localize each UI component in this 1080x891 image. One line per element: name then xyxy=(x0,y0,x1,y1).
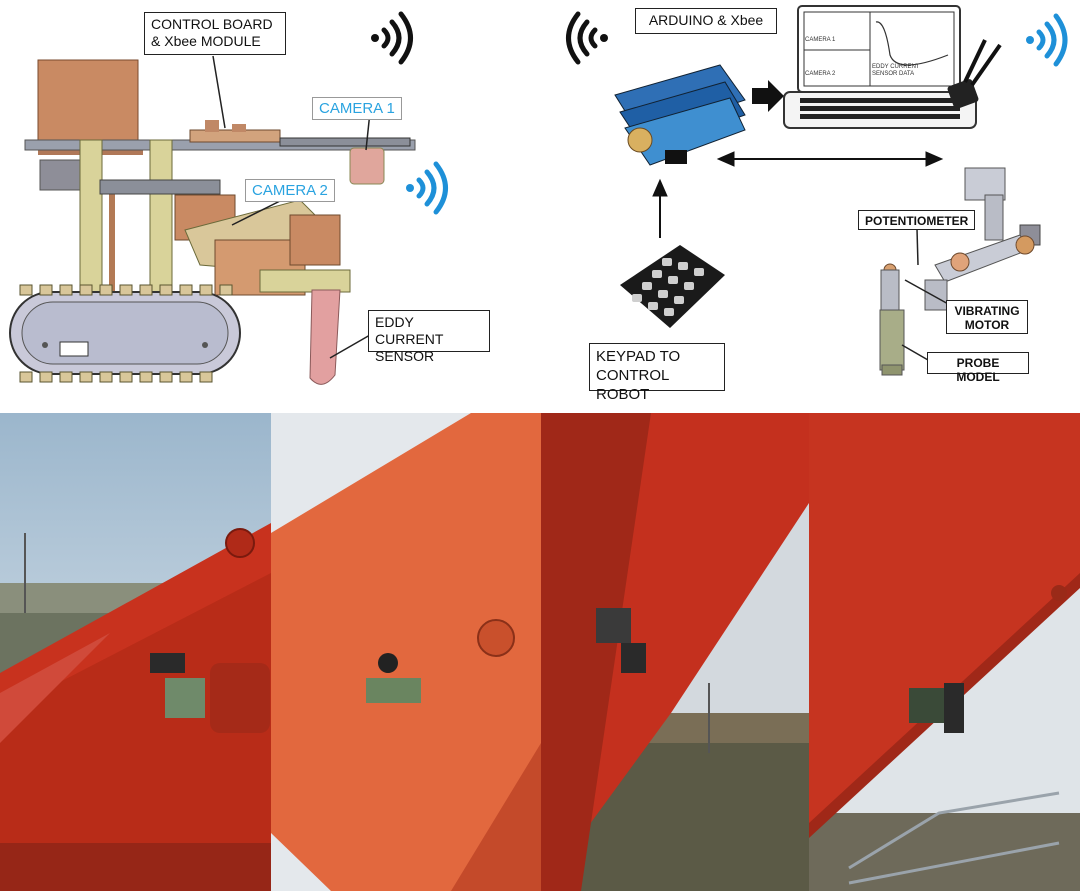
photo-1-bridge-robot xyxy=(0,413,271,891)
potentiometer-label: POTENTIOMETER xyxy=(858,210,975,230)
control-board-label: CONTROL BOARD & Xbee MODULE xyxy=(144,12,286,55)
laptop-camera1-text: CAMERA 1 xyxy=(805,37,836,43)
arduino-label: ARDUINO & Xbee xyxy=(635,8,777,34)
wifi-icon-blue xyxy=(406,161,448,215)
double-arrow xyxy=(716,151,944,167)
photo-2-bridge-robot xyxy=(271,413,541,891)
wifi-icon-blue-2 xyxy=(1026,13,1068,67)
camera-1-label: CAMERA 1 xyxy=(312,97,402,120)
probe-model-label: PROBE MODEL xyxy=(927,352,1029,384)
probe-mechanism xyxy=(879,167,1041,376)
photo-3-bridge-robot xyxy=(541,413,809,891)
eddy-probe xyxy=(309,289,341,385)
laptop-icon xyxy=(783,5,977,129)
xbee-usb-icon xyxy=(947,39,1002,109)
arduino-board xyxy=(614,64,746,166)
eddy-current-label: EDDY CURRENT SENSOR xyxy=(368,310,490,364)
up-arrow xyxy=(652,178,668,238)
wifi-icon-black xyxy=(371,11,413,65)
robot-2 xyxy=(366,653,421,703)
laptop-camera2-text: CAMERA 2 xyxy=(805,71,836,77)
arrow-to-laptop xyxy=(752,80,784,112)
robot-1 xyxy=(150,653,205,718)
robot-3 xyxy=(596,608,646,673)
laptop-eddy-text: EDDY CURRENT SENSOR DATA xyxy=(872,64,920,77)
robot-4 xyxy=(909,683,964,733)
camera-2-label: CAMERA 2 xyxy=(245,179,335,202)
keypad-label: KEYPAD TO CONTROL ROBOT xyxy=(589,343,725,403)
camera-1-body xyxy=(349,147,385,185)
photo-4-bridge-robot xyxy=(809,413,1080,891)
system-diagram xyxy=(566,5,1068,376)
system-diagram-panel: ARDUINO & Xbee KEYPAD TO CONTROL ROBOT P… xyxy=(540,0,1080,403)
vibrating-motor-label: VIBRATING MOTOR xyxy=(946,300,1028,334)
robot-cad-panel: CONTROL BOARD & Xbee MODULE CAMERA 1 CAM… xyxy=(0,0,540,400)
robot-cad-drawing xyxy=(9,11,448,385)
wifi-icon-black-2 xyxy=(566,11,608,65)
motor-block xyxy=(37,59,139,146)
keypad-icon xyxy=(620,245,725,328)
